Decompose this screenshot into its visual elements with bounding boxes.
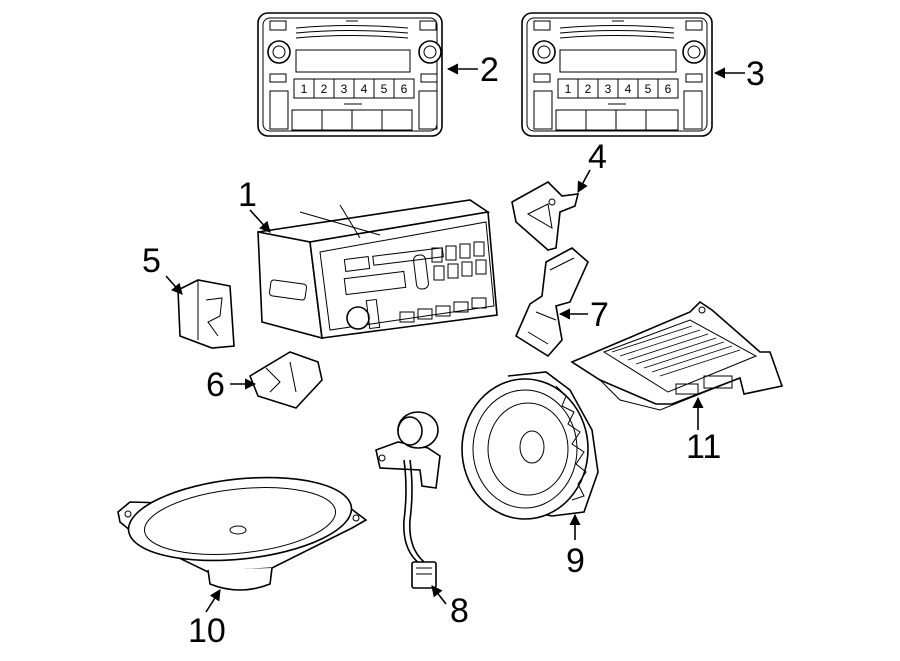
callout-1: 1	[238, 176, 257, 214]
callout-3: 3	[746, 55, 765, 93]
radio-unit-3	[521, 12, 713, 137]
preset-label: 1	[301, 82, 308, 96]
radio-receiver-1	[257, 199, 498, 340]
preset-label: 6	[665, 82, 672, 96]
leader-line-1	[249, 209, 271, 233]
leader-line-4	[577, 169, 591, 193]
preset-label: 4	[625, 82, 632, 96]
leader-line-8	[431, 585, 447, 605]
preset-label: 5	[381, 82, 388, 96]
callout-8: 8	[450, 592, 469, 630]
preset-label: 3	[341, 82, 348, 96]
connector-6	[249, 351, 323, 409]
leader-line-5	[165, 275, 183, 295]
callout-9: 9	[566, 542, 585, 580]
preset-label: 1	[565, 82, 572, 96]
preset-label: 2	[585, 82, 592, 96]
callout-6: 6	[206, 366, 225, 404]
callout-11: 11	[686, 428, 721, 466]
leader-line-10	[205, 589, 221, 613]
bracket-7	[514, 247, 589, 358]
preset-label: 6	[401, 82, 408, 96]
bracket-4	[511, 181, 580, 251]
radio-3-preset-labels: 1 2 3 4 5 6	[565, 82, 672, 96]
radio-2-preset-labels: 1 2 3 4 5 6	[301, 82, 408, 96]
callout-5: 5	[142, 242, 161, 280]
callout-2: 2	[480, 51, 499, 89]
preset-label: 3	[605, 82, 612, 96]
radio-unit-2	[257, 12, 443, 137]
speaker-10	[117, 476, 368, 591]
preset-label: 2	[321, 82, 328, 96]
amplifier-11	[570, 300, 784, 411]
bracket-5	[177, 279, 235, 349]
speaker-9	[461, 371, 599, 520]
tweeter-8	[375, 411, 441, 589]
preset-label: 5	[645, 82, 652, 96]
callout-4: 4	[588, 138, 607, 176]
callout-10: 10	[188, 612, 226, 650]
preset-label: 4	[361, 82, 368, 96]
callout-7: 7	[590, 296, 609, 334]
